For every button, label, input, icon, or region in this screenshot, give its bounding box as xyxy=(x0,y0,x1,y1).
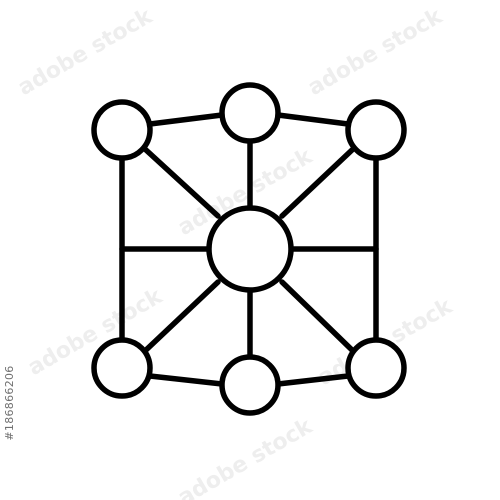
top-left-connector xyxy=(147,112,225,127)
node-bottom-right xyxy=(345,337,407,399)
node-top-right xyxy=(345,99,407,161)
stock-id-label: #186866206 xyxy=(3,365,16,441)
top-right-connector xyxy=(275,112,351,127)
node-top-center xyxy=(219,82,281,144)
spoke-bottom-right xyxy=(279,279,355,353)
node-bottom-left xyxy=(91,337,153,399)
spoke-bottom-left xyxy=(143,279,221,353)
node-bottom-center xyxy=(219,354,281,416)
node-top-left xyxy=(91,99,153,161)
bottom-right-connector xyxy=(275,373,351,387)
bottom-left-connector xyxy=(147,373,225,387)
spoke-top-left xyxy=(143,147,221,219)
spoke-top-right xyxy=(279,147,355,219)
node-center-hub xyxy=(206,205,294,293)
